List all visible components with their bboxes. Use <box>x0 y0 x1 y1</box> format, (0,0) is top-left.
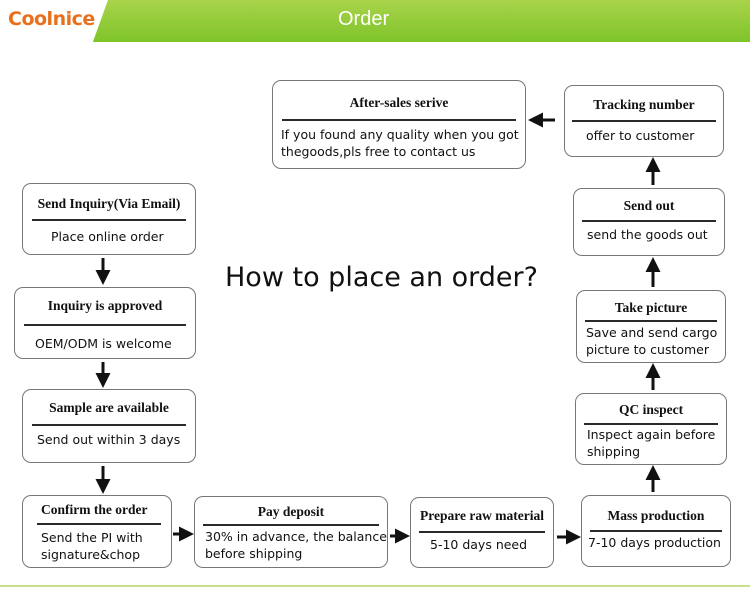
step-title: Inquiry is approved <box>47 298 163 313</box>
step-send-inquiry: Send Inquiry(Via Email) Place online ord… <box>22 183 196 255</box>
step-title: Sample are available <box>49 400 169 415</box>
step-divider <box>584 423 718 425</box>
step-title: Send out <box>623 198 675 213</box>
step-description-line2: signature&chop <box>41 547 141 562</box>
step-confirm-order: Confirm the order Send the PI with signa… <box>22 495 172 568</box>
step-send-out: Send out send the goods out <box>573 188 725 256</box>
step-title: QC inspect <box>618 402 684 417</box>
page-title: Order <box>338 8 390 30</box>
step-divider <box>582 220 716 222</box>
step-description-line2: before shipping <box>205 546 303 561</box>
step-description-line1: Inspect again before <box>587 427 716 442</box>
step-description: 5-10 days need <box>430 537 528 552</box>
step-divider <box>24 324 186 326</box>
step-divider <box>203 524 379 526</box>
logo-panel: Coolnice <box>0 0 108 42</box>
step-description: send the goods out <box>587 227 708 242</box>
step-title: Send Inquiry(Via Email) <box>37 196 181 211</box>
step-description-line1: If you found any quality when you got <box>281 127 519 142</box>
brand-logo[interactable]: Coolnice <box>8 8 95 30</box>
step-divider <box>37 523 161 525</box>
step-description: Place online order <box>51 229 164 244</box>
headline: How to place an order? <box>225 262 538 293</box>
step-tracking-number: Tracking number offer to customer <box>564 85 724 157</box>
step-divider <box>32 219 186 221</box>
step-title: After-sales serive <box>349 95 449 110</box>
step-description-line2: shipping <box>587 444 641 459</box>
step-description: 7-10 days production <box>588 535 721 550</box>
step-sample-available: Sample are available Send out within 3 d… <box>22 389 196 463</box>
step-description: offer to customer <box>586 128 695 143</box>
step-divider <box>572 120 716 122</box>
step-description-line1: Send the PI with <box>41 530 143 545</box>
footer-rule <box>0 585 750 587</box>
step-take-picture: Take picture Save and send cargo picture… <box>576 290 726 363</box>
step-description-line1: 30% in advance, the balance <box>205 529 387 544</box>
step-divider <box>282 119 516 121</box>
step-qc-inspect: QC inspect Inspect again before shipping <box>575 393 727 465</box>
step-description: Send out within 3 days <box>37 432 181 447</box>
step-pay-deposit: Pay deposit 30% in advance, the balance … <box>194 496 388 568</box>
step-title: Confirm the order <box>41 502 148 517</box>
step-divider <box>32 424 186 426</box>
step-description-line2: picture to customer <box>586 342 710 357</box>
step-title: Take picture <box>614 300 688 315</box>
step-after-sales: After-sales serive If you found any qual… <box>272 80 526 169</box>
header-background <box>0 0 750 42</box>
step-title: Prepare raw material <box>420 508 544 523</box>
step-inquiry-approved: Inquiry is approved OEM/ODM is welcome <box>14 287 196 359</box>
step-title: Tracking number <box>593 97 695 112</box>
step-divider <box>419 531 545 533</box>
step-title: Mass production <box>607 508 705 523</box>
step-description-line1: Save and send cargo <box>586 325 718 340</box>
step-divider <box>585 320 717 322</box>
step-mass-production: Mass production 7-10 days production <box>581 495 731 567</box>
step-description-line2: thegoods,pls free to contact us <box>281 144 476 159</box>
header-bar: Coolnice Order <box>0 0 750 42</box>
step-description: OEM/ODM is welcome <box>35 336 172 351</box>
step-divider <box>590 530 722 532</box>
step-prepare-raw-material: Prepare raw material 5-10 days need <box>410 497 554 568</box>
step-title: Pay deposit <box>257 504 325 519</box>
